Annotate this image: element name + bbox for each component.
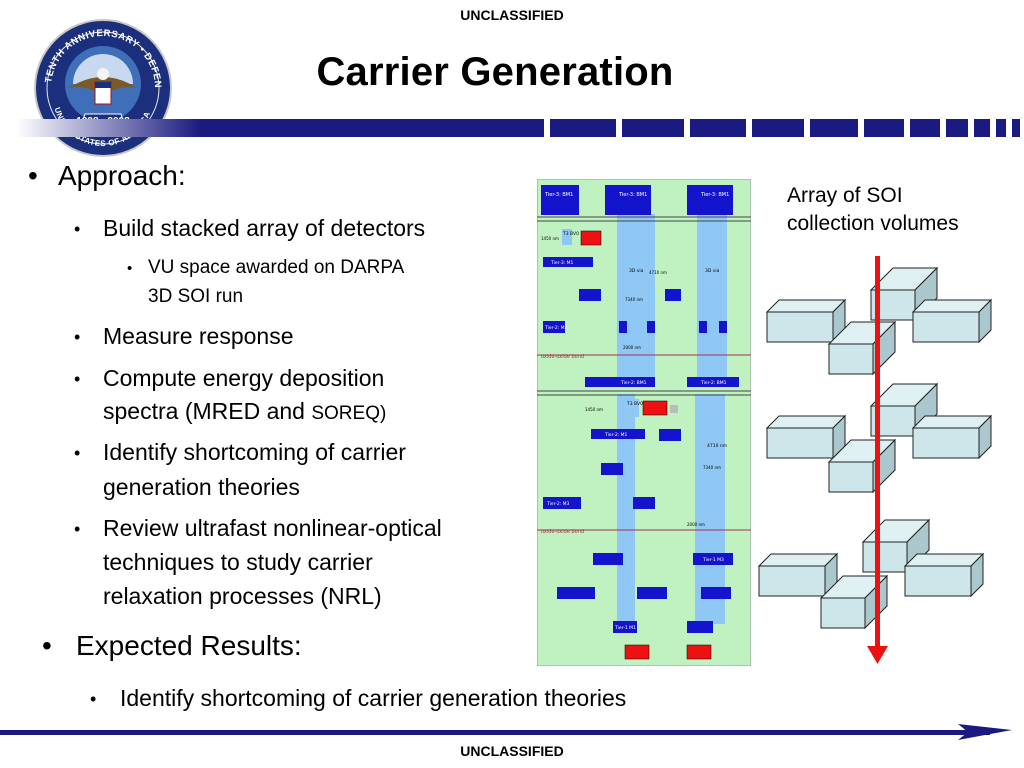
small-label: 2000 nm (687, 522, 705, 527)
tier-label: Tier-2: M3 (546, 501, 570, 507)
approach-item-3: Measure response (103, 323, 294, 349)
small-label: 7340 nm (625, 297, 643, 302)
bullet-dot: • (90, 689, 97, 709)
soi-array-illustration (758, 256, 992, 664)
approach-item-4-line2: spectra (MRED and SOREQ) (103, 398, 387, 424)
small-label: 1450 nm (541, 236, 559, 241)
tier-label: Tier-1 M1 (614, 625, 636, 631)
collection-volumes-label-line1: Array of SOI (787, 184, 903, 207)
approach-item-6-line2: techniques to study carrier (103, 549, 373, 575)
footer-arrow-line (0, 724, 1012, 740)
layout-cross-section-diagram: Tier-3: BM1 Tier-3: BM1 Tier-3: BM1 T3 B… (537, 179, 751, 666)
soi-volume-cube (912, 299, 992, 343)
soi-volume-cube (904, 553, 984, 597)
bullet-dot: • (42, 630, 52, 661)
soi-volume-cube (766, 415, 846, 459)
classification-banner-bottom: UNCLASSIFIED (460, 743, 564, 759)
bullet-dot: • (74, 219, 81, 239)
ion-track-beam (875, 256, 880, 648)
header-gradient-bar (16, 119, 1020, 137)
classification-banner-top: UNCLASSIFIED (460, 7, 564, 23)
tier-label: Tier-3: M1 (550, 260, 574, 266)
soi-volume-cube (758, 553, 838, 597)
bullet-dot: • (74, 443, 81, 463)
small-label: 3D via (705, 268, 720, 274)
tier-label: Tier-3: BM1 (618, 192, 647, 198)
soi-volume-cube (766, 299, 846, 343)
approach-item-6-line1: Review ultrafast nonlinear-optical (103, 515, 442, 541)
cube-group-bottom (758, 519, 984, 629)
approach-subitem-line2: 3D SOI run (148, 286, 244, 307)
expected-item-1: Identify shortcoming of carrier generati… (120, 685, 627, 711)
approach-item-4-line1: Compute energy deposition (103, 365, 385, 391)
small-label: 1450 nm (585, 407, 603, 412)
small-label: 7340 nm (703, 465, 721, 470)
approach-subitem-line1: VU space awarded on DARPA (148, 257, 405, 278)
tier-label: Tier-1 M3 (702, 557, 724, 563)
approach-heading: Approach: (58, 160, 186, 191)
small-label: 3D via (629, 268, 644, 274)
small-label: 4710 nm (649, 270, 667, 275)
ion-track-arrowhead (867, 646, 888, 664)
approach-item-1: Build stacked array of detectors (103, 215, 426, 241)
bullet-dot: • (127, 260, 133, 277)
bullet-dot: • (74, 327, 81, 347)
soi-volume-cube (912, 415, 992, 459)
bond-label: oxide-oxide bond (541, 354, 584, 360)
tier-label: Tier-2: M1 (604, 432, 628, 438)
small-label: T3 BV0 (626, 401, 643, 407)
bullet-dot: • (74, 369, 81, 389)
tier-label: Tier-3: BM1 (700, 192, 729, 198)
tier-label: Tier-2: BM1 (620, 380, 647, 386)
collection-volumes-label: Array of SOI collection volumes (787, 182, 959, 238)
approach-item-5-line1: Identify shortcoming of carrier (103, 439, 406, 465)
bullet-dot: • (74, 519, 81, 539)
expected-heading: Expected Results: (76, 630, 302, 661)
approach-item-6-line3: relaxation processes (NRL) (103, 583, 382, 609)
tier-label: Tier-3: BM1 (544, 192, 573, 198)
bullet-dot: • (28, 160, 38, 191)
dtra-seal-logo: TENTH ANNIVERSARY • DEFENSE THREAT REDUC… (33, 18, 172, 157)
tier-label: Tier-2: M3 (544, 325, 568, 331)
tier-label: Tier-2: BM1 (700, 380, 727, 386)
bond-label: oxide-oxide bond (541, 529, 584, 535)
small-label: 2000 nm (623, 345, 641, 350)
small-label: 4710 nm (707, 443, 727, 449)
approach-item-5-line2: generation theories (103, 474, 300, 500)
small-label: T3 BV0 (562, 231, 579, 237)
slide-title: Carrier Generation (316, 50, 674, 94)
collection-volumes-label-line2: collection volumes (787, 212, 959, 235)
